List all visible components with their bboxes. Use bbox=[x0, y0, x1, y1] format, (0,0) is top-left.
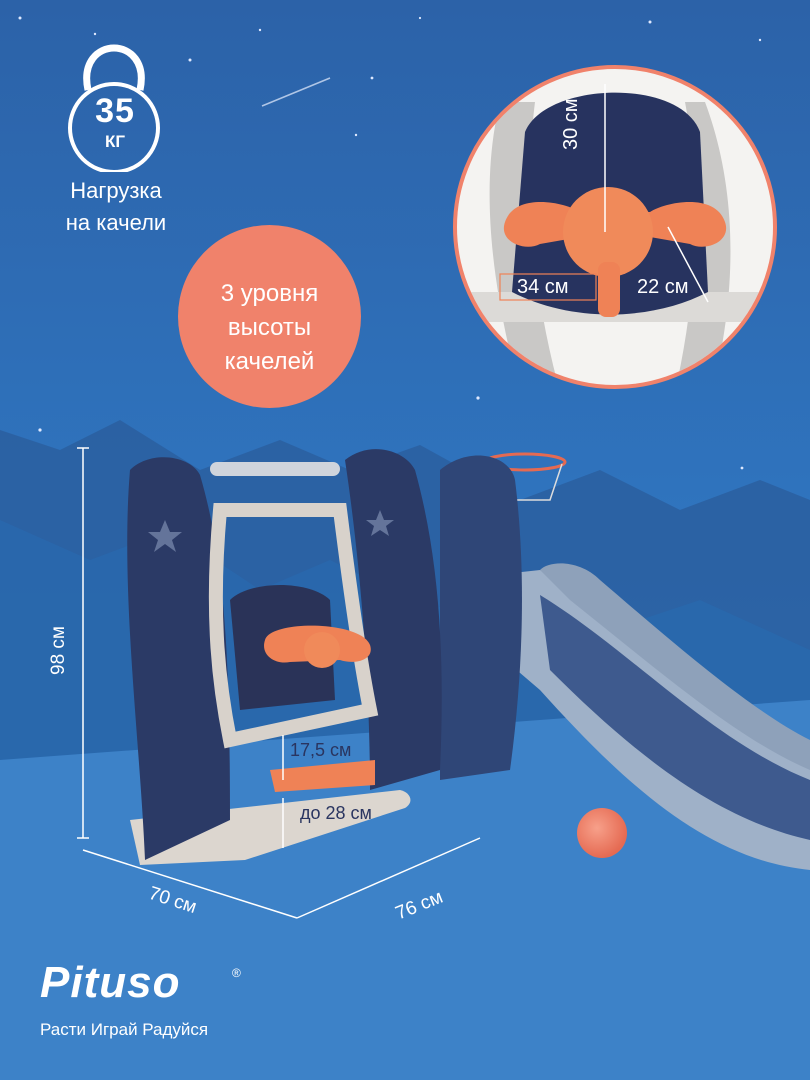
seat-gap-dimension: 17,5 см bbox=[290, 740, 352, 760]
seat-width: 34 см bbox=[517, 276, 569, 298]
load-label-line1: Нагрузка bbox=[70, 178, 162, 203]
weight-unit: КГ bbox=[104, 132, 125, 151]
height-dimension: 98 см bbox=[48, 626, 69, 675]
brand-slogan: Расти Играй Радуйся bbox=[40, 1020, 209, 1039]
seat-depth: 22 см bbox=[637, 276, 689, 298]
swing-slide-illustration bbox=[127, 449, 810, 870]
brand-registered-mark: ® bbox=[232, 966, 241, 980]
height-levels-badge bbox=[178, 225, 361, 408]
kettlebell-icon bbox=[68, 44, 160, 172]
seat-ground-dimension: до 28 см bbox=[300, 803, 372, 823]
load-label-line2: на качели bbox=[65, 210, 167, 235]
weight-value: 35 bbox=[95, 92, 135, 130]
height-levels-line3: качелей bbox=[224, 348, 315, 375]
height-levels-line2: высоты bbox=[227, 314, 312, 341]
height-levels-line1: 3 уровня bbox=[220, 280, 319, 307]
brand-logo: Pituso bbox=[40, 958, 181, 1007]
seat-detail-circle bbox=[453, 65, 777, 389]
